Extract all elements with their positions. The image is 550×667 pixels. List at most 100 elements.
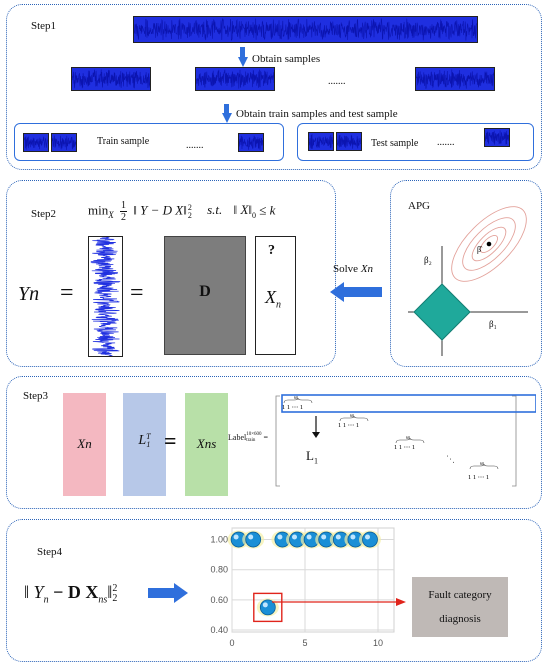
train-ellipsis: ....... (186, 140, 204, 151)
xn-x: X (265, 287, 276, 307)
step1-title: Step1 (31, 20, 57, 32)
x-tick-label: 0 (229, 638, 234, 648)
down-arrow-2 (222, 104, 232, 123)
point-marker (245, 531, 262, 548)
label-matrix: 60 1 1 ⋯ 1 60 1 1 ⋯ 1 60 1 1 ⋯ 1 ⋱ 60 1 … (274, 394, 537, 488)
formula-mid: − D X (48, 582, 99, 602)
label-eq: = (263, 432, 269, 442)
formula-sub-n: n (43, 594, 49, 606)
right-bracket (512, 395, 517, 487)
subject-to: s.t. (207, 202, 223, 218)
data-point (253, 592, 283, 623)
l1-l: L (306, 448, 314, 463)
equals-sign-1: = (60, 280, 74, 306)
fault-category-line2: diagnosis (439, 613, 481, 625)
xns-matrix: Xns (185, 393, 228, 496)
label-sub: train (246, 438, 256, 443)
contour-ellipses (451, 206, 527, 282)
l1t-l: L (138, 433, 147, 449)
label-matrix-graphic: 60 1 1 ⋯ 1 60 1 1 ⋯ 1 60 1 1 ⋯ 1 ⋱ 60 1 … (275, 394, 537, 487)
residual-norm: ‖ Y − D X‖ (133, 202, 187, 218)
unknown-marker: ? (268, 243, 275, 258)
row-ones-1: 1 1 ⋯ 1 (282, 404, 303, 411)
point-marker (362, 531, 378, 548)
sample-signal-3 (415, 67, 495, 91)
obtain-samples-label: Obtain samples (252, 53, 321, 65)
beta-hat-label: β̂ (477, 245, 483, 254)
solve-variable: Xn (360, 263, 374, 275)
equals-sign-2: = (130, 280, 144, 306)
dictionary-label: D (199, 283, 211, 300)
step3-title: Step3 (23, 390, 49, 402)
beta2-label: β₂ (424, 255, 432, 265)
train-signal-1 (23, 133, 49, 152)
formula-sub-ns: ns (98, 594, 108, 606)
signal-column-yn (88, 236, 123, 357)
step1-panel (6, 4, 542, 170)
l1-row-label: L1 (306, 448, 318, 466)
y-tick-label: 0.40 (210, 625, 228, 635)
train-signal-3 (238, 133, 264, 152)
norm-sub: 2 (187, 210, 192, 220)
xn-symbol: Xn (265, 287, 281, 311)
xn-matrix-label: Xn (77, 436, 92, 451)
test-signal-1 (308, 132, 334, 151)
sample-signal-1 (71, 67, 151, 91)
diagnosis-arrow (272, 592, 408, 612)
yn-symbol: Yn (18, 283, 40, 305)
step4-panel (6, 519, 542, 662)
xns-matrix-label: Xns (196, 436, 217, 451)
row-ones-3: 1 1 ⋯ 1 (394, 444, 415, 451)
brace-num-3: 60 (406, 435, 410, 440)
solve-arrow (330, 282, 382, 302)
solve-label: Solve Xn (333, 263, 373, 275)
data-point (359, 530, 381, 549)
apg-plot: β₂ β₁ β̂ (398, 186, 538, 361)
l1-arrow-head (312, 432, 320, 438)
label-sup: 10×600 (246, 432, 262, 437)
xn-matrix: Xn (63, 393, 106, 496)
row-ones-4: 1 1 ⋯ 1 (468, 474, 489, 481)
solve-text: Solve (333, 263, 359, 275)
apg-panel (390, 180, 542, 367)
xn-sub: n (276, 299, 281, 311)
step3-equals: = (164, 428, 177, 453)
y-tick-label: 0.80 (210, 565, 228, 575)
min-operator: min (88, 202, 109, 218)
x-tick-label: 10 (373, 638, 383, 648)
obtain-train-test-label: Obtain train samples and test sample (236, 108, 398, 120)
test-sample-box (297, 123, 534, 161)
beta1-label: β₁ (489, 319, 497, 329)
data-point (242, 530, 265, 549)
first-row-highlight (281, 394, 537, 413)
sparsity-sub: 0 (252, 211, 257, 221)
brace-num-1: 60 (294, 395, 298, 400)
train-sample-label: Train sample (97, 136, 150, 147)
beta-hat-point (486, 241, 492, 247)
min-subscript: X (108, 210, 114, 221)
formula-sup: 2 (112, 582, 118, 594)
l1t-sub: 1 (146, 440, 151, 449)
step2-title: Step2 (31, 208, 57, 220)
left-bracket (275, 395, 280, 487)
sparsity-rhs: ≤ k (259, 202, 276, 218)
fault-category-line1: Fault category (428, 589, 492, 601)
l1t-sup: T (146, 432, 151, 441)
full-signal (133, 16, 478, 43)
step3-panel (6, 376, 542, 509)
train-sample-box (14, 123, 284, 161)
formula-close: ‖ (107, 582, 113, 602)
sparsity-norm: ‖ X‖ (233, 202, 253, 218)
full-signal-waveform (134, 18, 477, 41)
train-signal-2 (51, 133, 77, 152)
y-tick-label: 0.60 (210, 595, 228, 605)
step4-arrow (148, 583, 188, 603)
row-ones-2: 1 1 ⋯ 1 (338, 422, 359, 429)
step2-panel (6, 180, 336, 367)
l1-sub: 1 (313, 456, 318, 466)
test-ellipsis: ....... (437, 137, 455, 148)
